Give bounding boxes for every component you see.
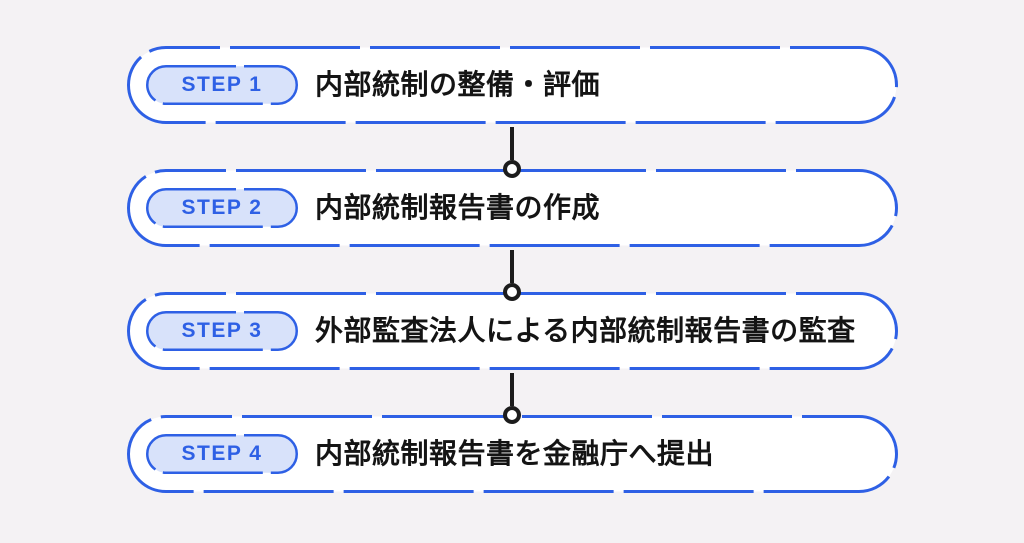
step-title: 外部監査法人による内部統制報告書の監査 — [315, 315, 856, 346]
step-badge-label: STEP 1 — [181, 73, 263, 96]
step-outline — [127, 46, 898, 124]
connector-ring-icon — [503, 160, 521, 178]
step-badge: STEP 3 — [146, 311, 298, 351]
connector-pin-3 — [503, 373, 521, 424]
step-badge-label: STEP 4 — [181, 442, 263, 465]
step-title: 内部統制報告書を金融庁へ提出 — [315, 438, 715, 469]
step-row-2: STEP 2 内部統制報告書の作成 — [127, 169, 898, 247]
connector-ring-icon — [503, 406, 521, 424]
step-outline — [127, 415, 898, 493]
step-badge: STEP 1 — [146, 65, 298, 105]
step-badge: STEP 4 — [146, 434, 298, 474]
step-row-4: STEP 4 内部統制報告書を金融庁へ提出 — [127, 415, 898, 493]
step-badge: STEP 2 — [146, 188, 298, 228]
step-title: 内部統制報告書の作成 — [315, 192, 601, 223]
step-row-1: STEP 1 内部統制の整備・評価 — [127, 46, 898, 124]
connector-pin-1 — [503, 127, 521, 178]
step-badge-pill — [146, 65, 298, 105]
step-badge-label: STEP 2 — [181, 196, 263, 219]
step-row-3: STEP 3 外部監査法人による内部統制報告書の監査 — [127, 292, 898, 370]
step-badge-label: STEP 3 — [181, 319, 263, 342]
step-badge-pill — [146, 311, 298, 351]
step-outline — [127, 292, 898, 370]
step-title: 内部統制の整備・評価 — [315, 69, 601, 100]
step-badge-pill — [146, 188, 298, 228]
step-badge-pill — [146, 434, 298, 474]
step-outline — [127, 169, 898, 247]
connector-pin-2 — [503, 250, 521, 301]
connector-ring-icon — [503, 283, 521, 301]
